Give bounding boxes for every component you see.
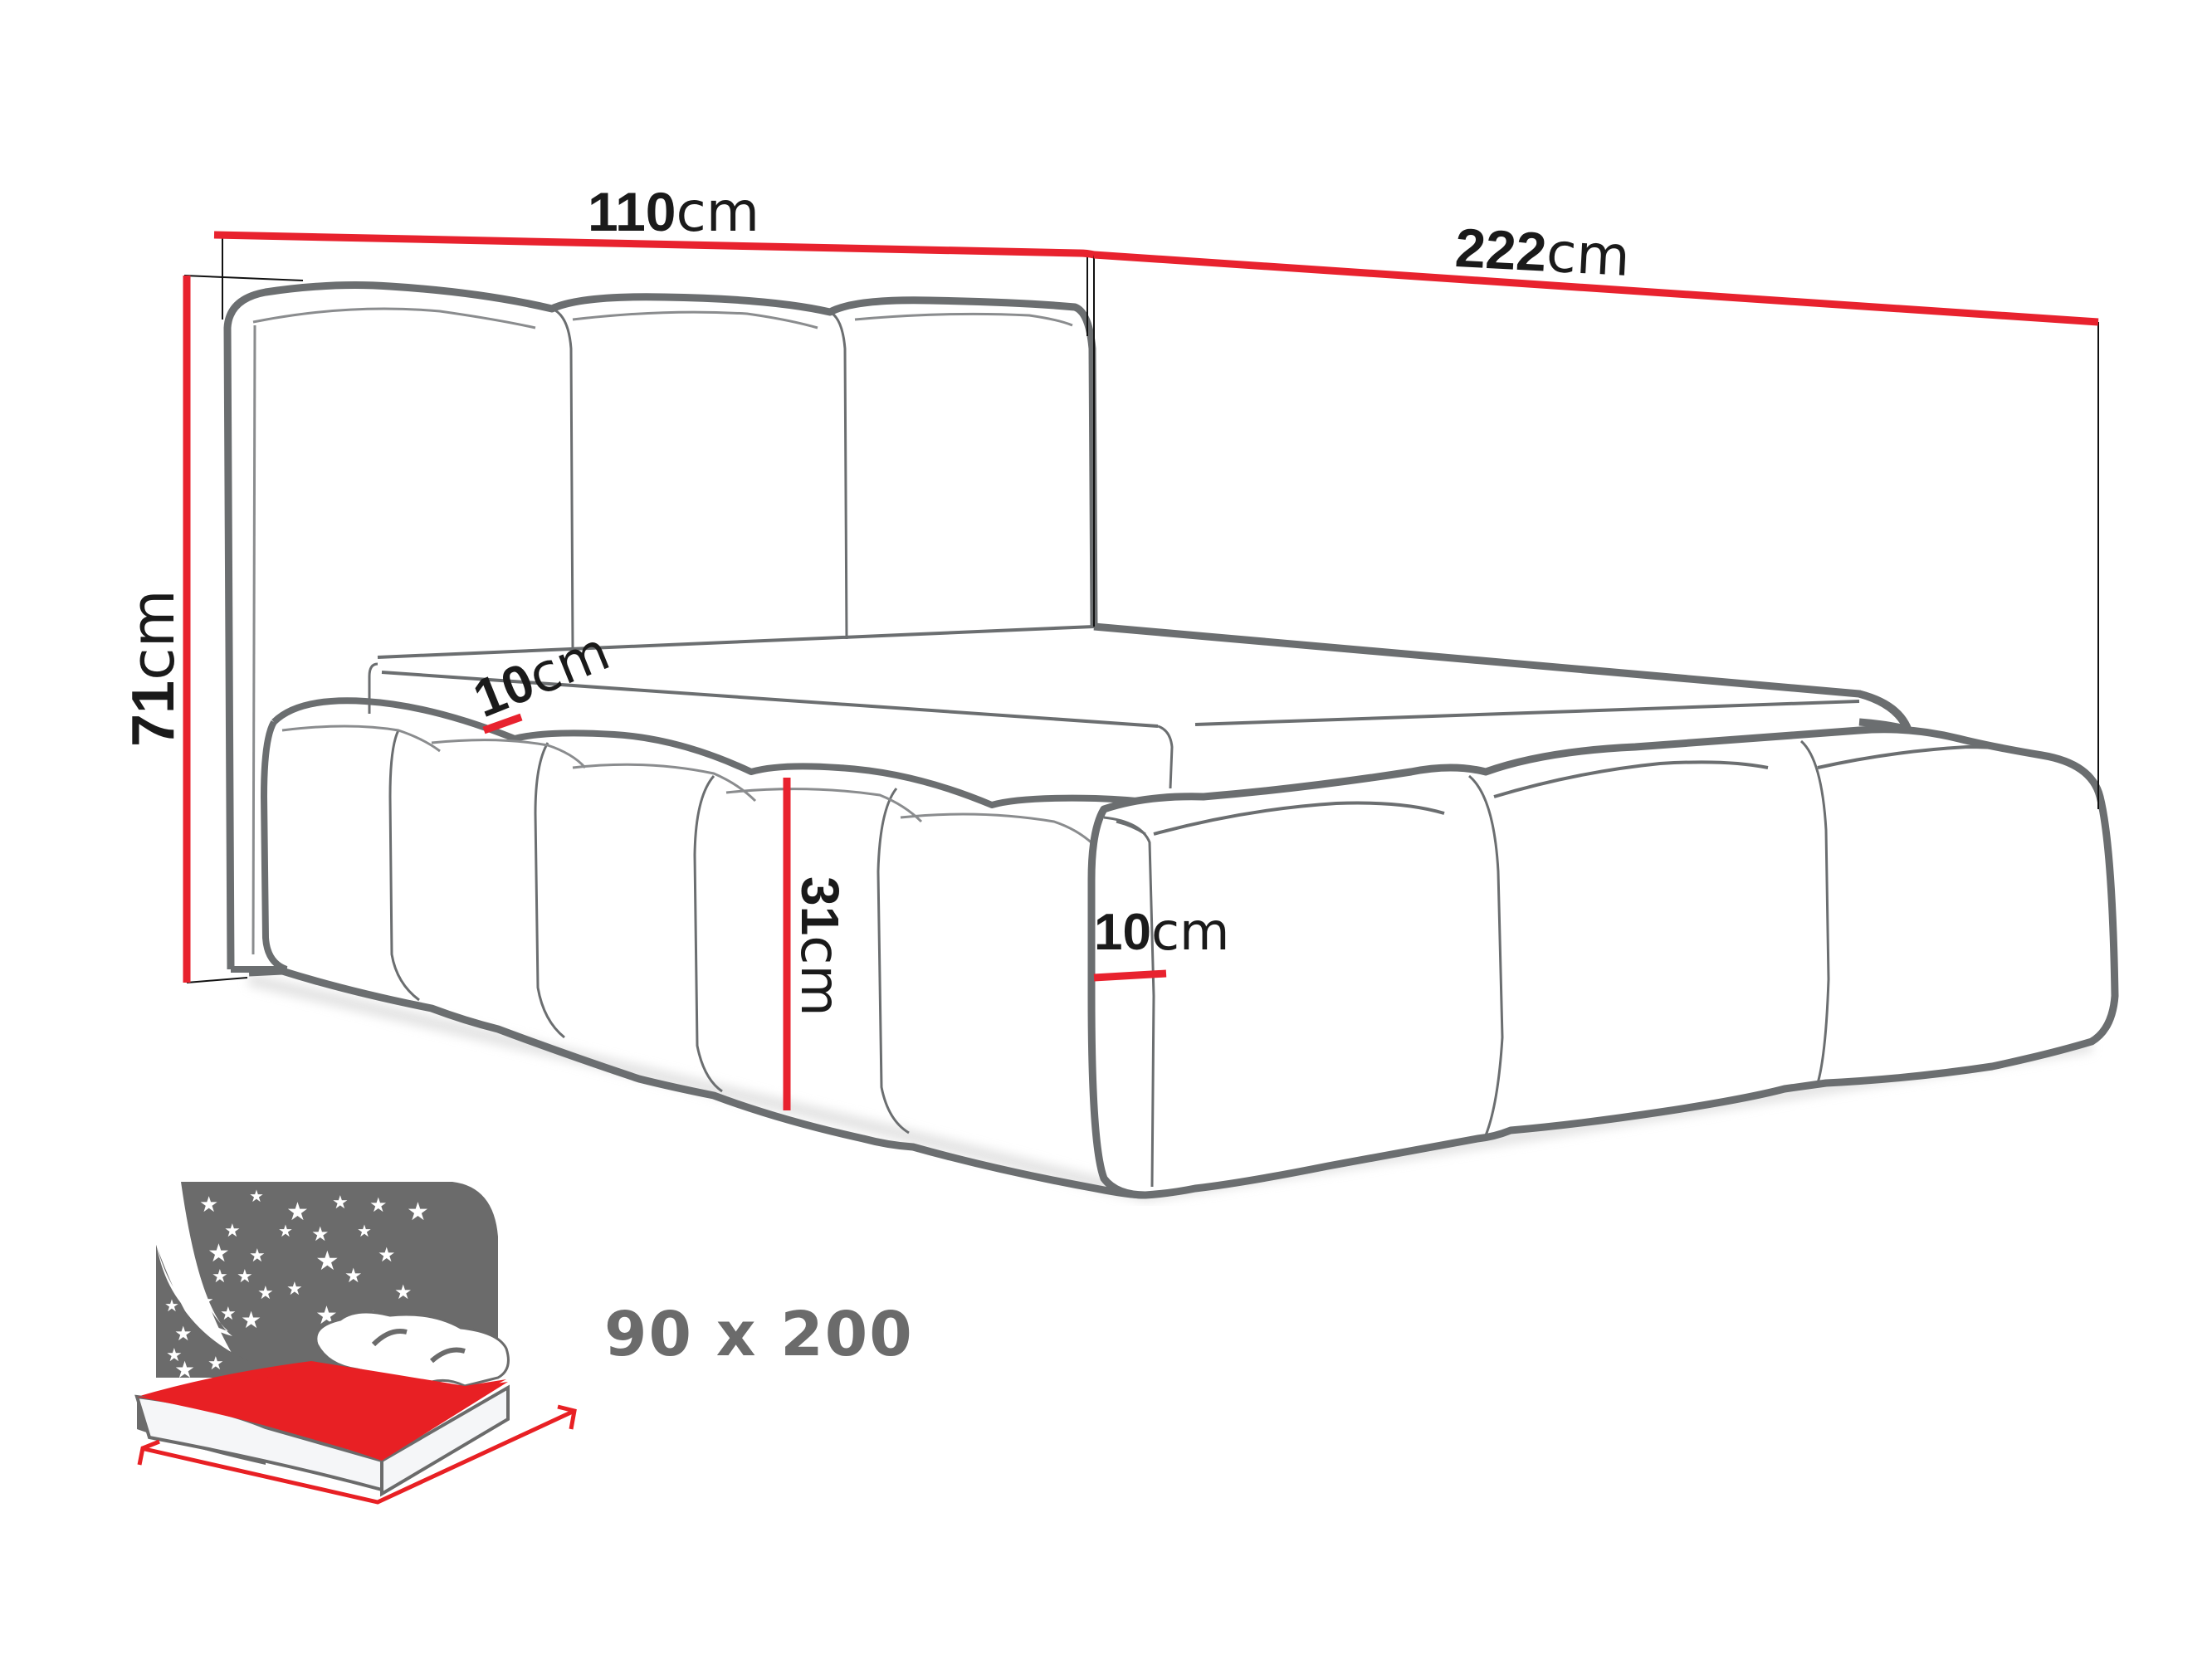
base-height-label: 31cm [789, 876, 850, 1017]
width-dimension-line [213, 231, 1096, 259]
svg-text:★: ★ [278, 1221, 293, 1241]
svg-text:★: ★ [237, 1266, 253, 1287]
width-value: 110 [588, 181, 676, 242]
length-dimension-line [1093, 251, 2099, 326]
length-value: 222 [1453, 217, 1549, 283]
svg-text:★: ★ [286, 1279, 303, 1300]
svg-text:★: ★ [311, 1222, 330, 1246]
dimension-lines [183, 231, 2099, 1110]
svg-text:★: ★ [212, 1266, 228, 1287]
svg-text:★: ★ [315, 1245, 339, 1276]
headboard [223, 281, 1098, 970]
svg-text:★: ★ [249, 1186, 264, 1206]
svg-text:★: ★ [344, 1264, 363, 1287]
svg-text:★: ★ [164, 1295, 179, 1315]
frame-thickness-dimension-line [482, 713, 523, 734]
svg-text:★: ★ [394, 1281, 413, 1304]
length-label: 222cm [1453, 217, 1631, 289]
foot-thickness-dimension-line [1093, 969, 1167, 982]
side-frame [231, 697, 1247, 1199]
length-unit: cm [1545, 220, 1632, 289]
svg-text:★: ★ [224, 1221, 241, 1242]
bed-night-mattress-size-icon: ★ ★ ★ ★ ★ ★ ★ ★ ★ ★ ★ ★ ★ ★ ★ ★ ★ ★ ★ ★ [134, 1182, 577, 1505]
svg-text:★: ★ [199, 1193, 218, 1217]
mattress-size-label: 90 x 200 [604, 1299, 914, 1370]
svg-text:★: ★ [241, 1306, 261, 1334]
svg-text:★: ★ [332, 1193, 349, 1213]
foot-thickness-label: 10cm [1094, 906, 1229, 959]
svg-text:★: ★ [174, 1356, 195, 1383]
svg-text:★: ★ [257, 1283, 274, 1304]
svg-text:★: ★ [208, 1239, 230, 1268]
svg-text:★: ★ [249, 1246, 266, 1266]
base-height-unit: cm [789, 935, 850, 1017]
width-label: 110cm [588, 184, 759, 240]
foot-thickness-value: 10 [1094, 904, 1151, 961]
svg-text:★: ★ [369, 1193, 388, 1217]
foot-thickness-unit: cm [1150, 901, 1230, 962]
svg-text:★: ★ [220, 1304, 237, 1325]
mattress-size-arrows [137, 1404, 577, 1505]
width-unit: cm [676, 180, 760, 244]
svg-text:★: ★ [174, 1322, 193, 1345]
svg-text:★: ★ [166, 1345, 183, 1366]
base-height-value: 31 [790, 876, 850, 936]
svg-text:★: ★ [286, 1198, 309, 1227]
height-value: 71 [120, 680, 187, 747]
foot-end [1087, 725, 2119, 1199]
svg-text:★: ★ [378, 1243, 396, 1266]
svg-text:★: ★ [208, 1354, 224, 1374]
height-label: 71cm [118, 589, 188, 747]
height-unit: cm [118, 589, 188, 681]
extension-lines [183, 233, 2099, 983]
svg-text:★: ★ [407, 1198, 429, 1227]
svg-text:★: ★ [357, 1221, 372, 1241]
